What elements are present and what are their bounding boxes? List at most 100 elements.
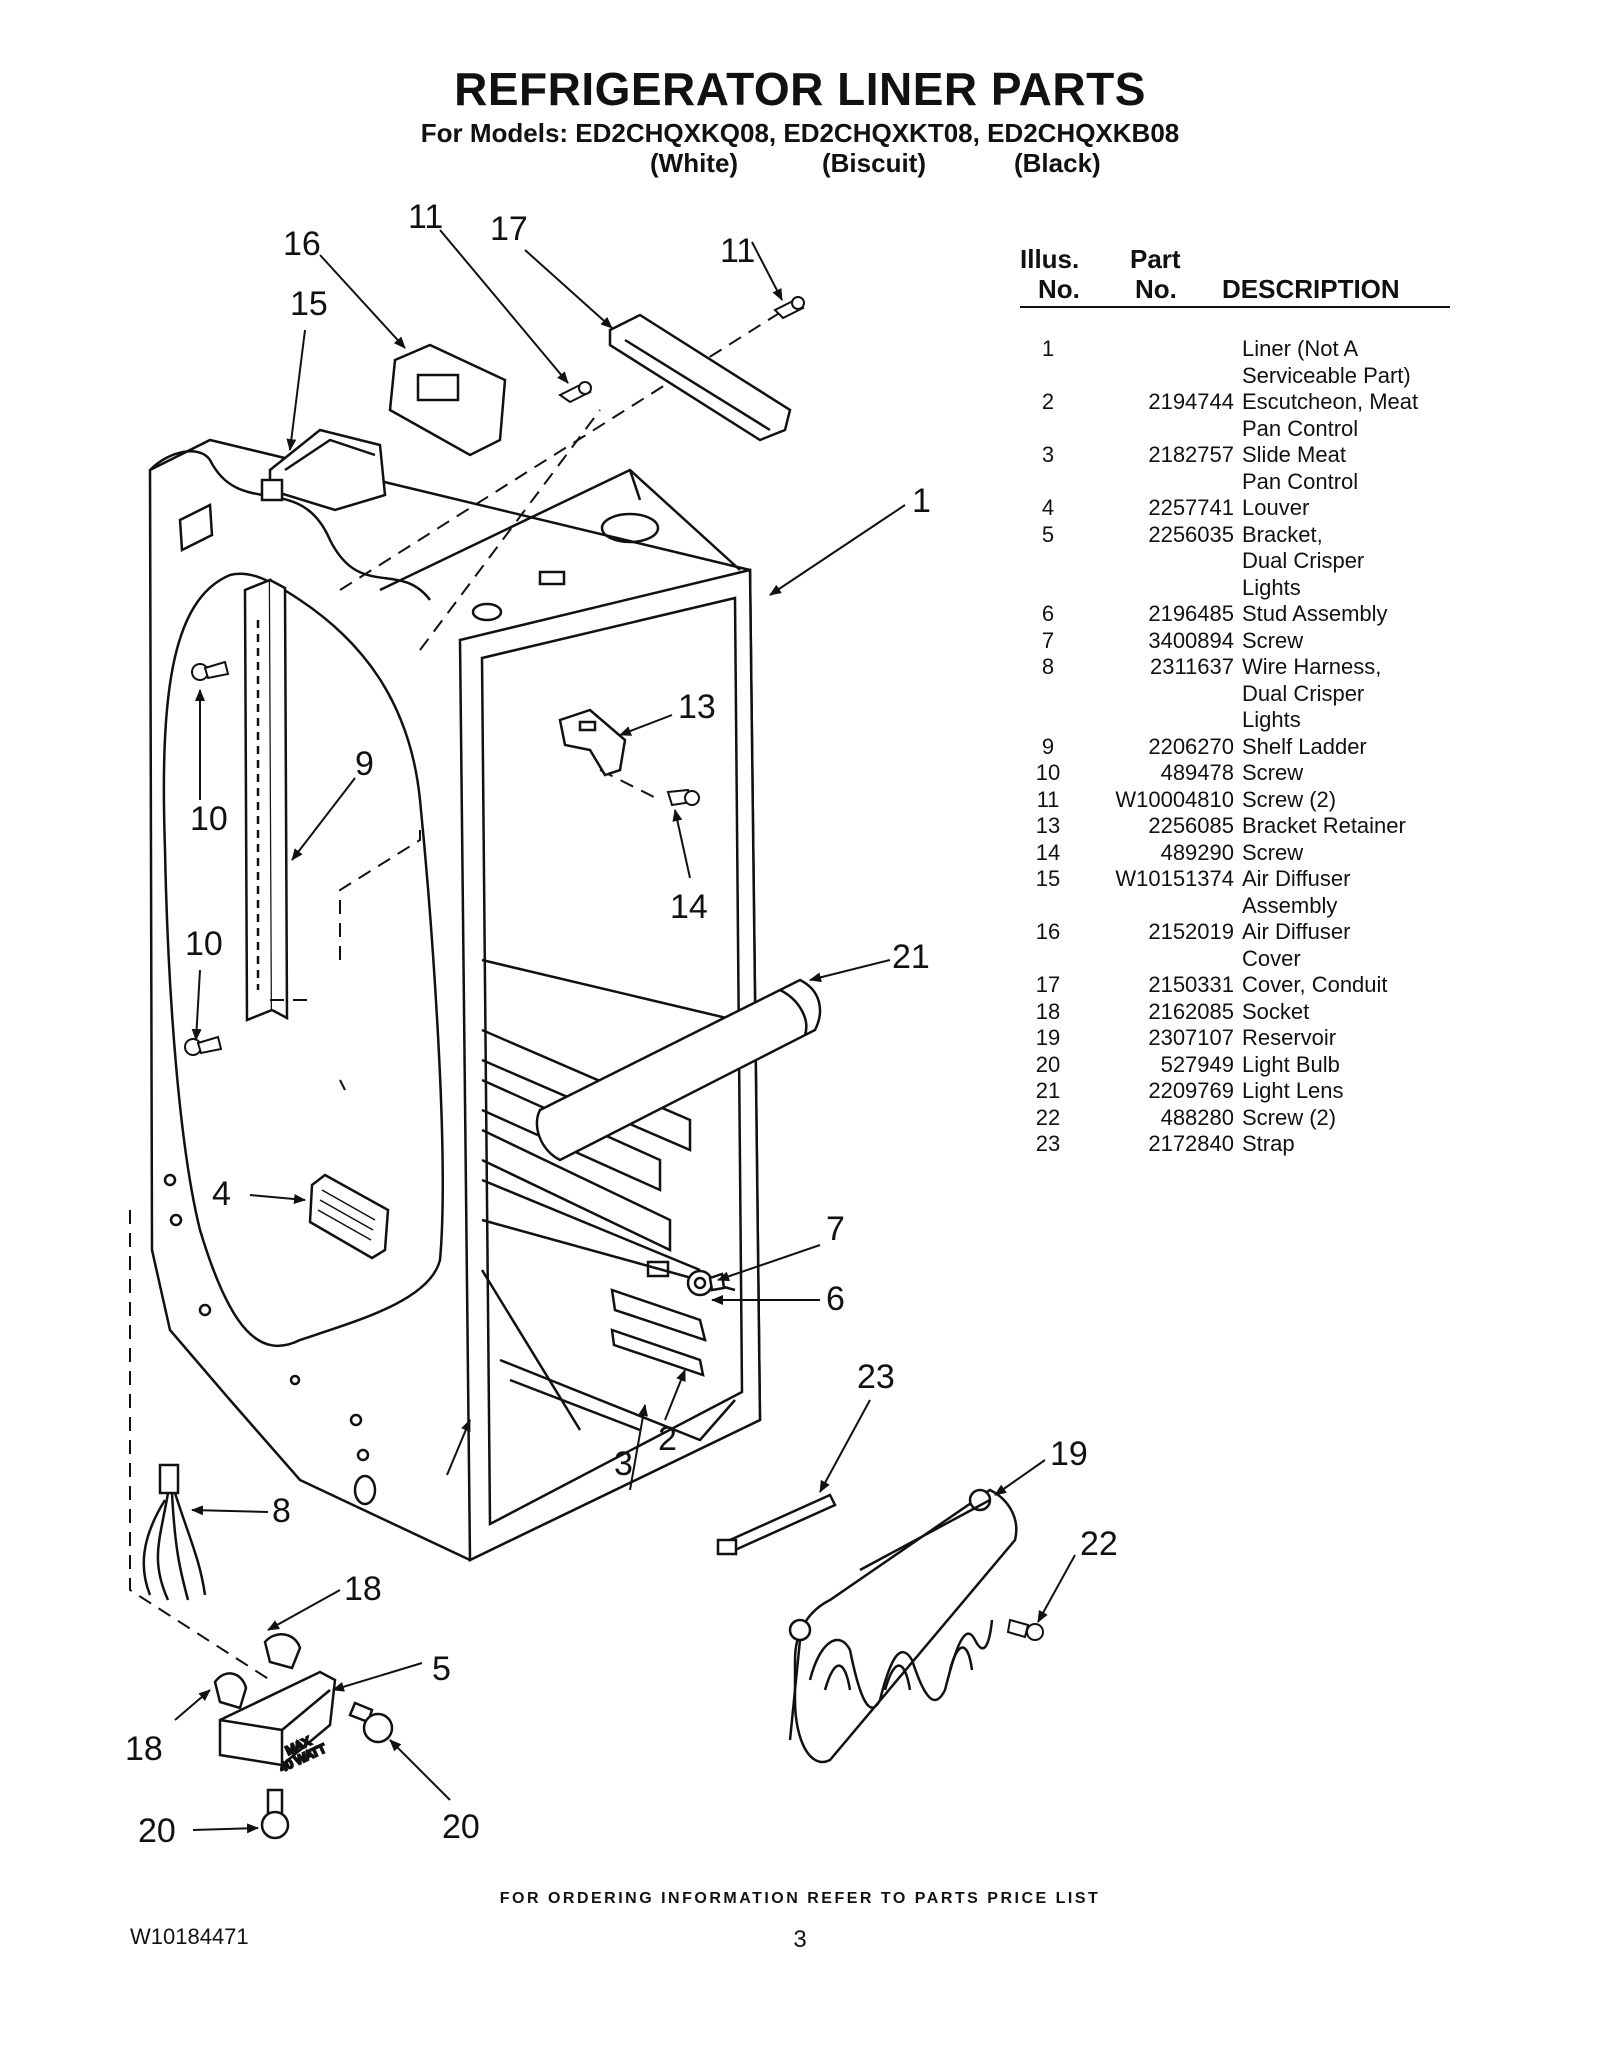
illus-number: 23 [1035,1131,1061,1156]
description-line: Screw [1242,627,1304,653]
socket-upper [263,1633,302,1670]
screw-14 [666,788,700,807]
part-description: Socket [1234,999,1450,1026]
models-line: For Models: ED2CHQXKQ08, ED2CHQXKT08, ED… [420,118,1180,148]
description-line: Screw (2) [1242,1104,1337,1130]
louver [308,1173,390,1260]
light-bulb-right [348,1701,394,1744]
socket-lower [213,1672,248,1710]
callout-14: 14 [670,888,708,926]
page-number: 3 [793,1926,807,1953]
description-line: Assembly [1242,892,1338,918]
ordering-footer: FOR ORDERING INFORMATION REFER TO PARTS … [499,1890,1101,1907]
part-number: 2194744 [1148,389,1234,414]
description-line: Louver [1242,495,1310,520]
illus-number: 5 [1041,521,1055,547]
illus-number: 10 [1035,760,1061,785]
part-number: 2152019 [1148,919,1234,944]
part-description: Screw (2) [1234,787,1450,814]
liner-top-corner [178,503,214,552]
part-number: 2172840 [1148,1131,1234,1156]
callout-5: 5 [432,1650,451,1688]
description-line: Lights [1242,574,1301,600]
screw-10-upper [191,660,230,681]
callout-7: 7 [826,1210,845,1248]
illus-number: 19 [1035,1025,1061,1050]
part-number: 2256085 [1148,813,1234,838]
illus-number: 22 [1035,1104,1061,1130]
document-number: W10184471 [130,1924,249,1949]
reference-dashed-lines [129,299,801,1681]
description-line: Liner (Not A [1242,336,1359,361]
part-number: 2162085 [1148,998,1234,1024]
part-number: 2311637 [1149,654,1234,679]
part-description: Screw [1234,840,1450,867]
liner-body [148,438,762,1562]
description-line: Cover [1242,945,1301,971]
callout-19: 19 [1050,1435,1088,1473]
illus-number: 11 [1036,786,1060,812]
part-number: 2196485 [1148,601,1234,626]
illus-number: 15 [1035,866,1061,891]
description-line: Pan Control [1242,415,1359,441]
bracket-dual-crisper-lights: MAX 40 WATT [218,1670,337,1776]
illus-number: 2 [1041,389,1055,414]
description-line: Screw (2) [1242,786,1337,812]
part-number: 489290 [1160,839,1234,865]
part-description: Stud Assembly [1234,601,1450,628]
part-description: Light Lens [1234,1078,1450,1105]
part-description: Light Bulb [1234,1052,1450,1079]
callout-15: 15 [290,285,328,323]
description-line: Light Bulb [1242,1051,1340,1077]
screw-11-left [558,381,592,404]
callout-1: 1 [912,482,931,520]
shelf-ladder [243,578,289,1022]
callout-11-right: 11 [720,232,755,270]
callout-2: 2 [658,1420,677,1458]
callout-21: 21 [892,938,930,976]
description-line: Serviceable Part) [1242,362,1411,388]
callout-17: 17 [490,210,528,248]
illus-number: 1 [1041,336,1055,361]
header-description: DESCRIPTION [1222,274,1400,304]
part-description: Louver [1234,495,1450,522]
part-number: 2257741 [1148,495,1234,520]
part-number: 2206270 [1148,733,1234,759]
illus-number: 7 [1041,627,1055,653]
description-line: Escutcheon, Meat [1242,389,1419,414]
description-line: Air Diffuser [1242,866,1351,891]
description-line: Reservoir [1242,1025,1337,1050]
page-title: REFRIGERATOR LINER PARTS [454,63,1146,115]
description-line: Light Lens [1242,1078,1344,1103]
part-number: 2209769 [1148,1078,1234,1103]
callout-13: 13 [678,688,716,726]
description-line: Dual Crisper [1242,680,1365,706]
part-description: Reservoir [1234,1025,1450,1052]
illus-number: 18 [1035,998,1061,1024]
part-number: 488280 [1160,1104,1234,1130]
illus-number: 14 [1035,839,1061,865]
screw-11-right [773,296,805,320]
description-line: Air Diffuser [1242,919,1351,944]
description-line: Dual Crisper [1242,548,1365,573]
part-number: 2150331 [1148,972,1234,997]
illus-number: 8 [1041,654,1055,679]
light-bulb-left [260,1788,290,1840]
